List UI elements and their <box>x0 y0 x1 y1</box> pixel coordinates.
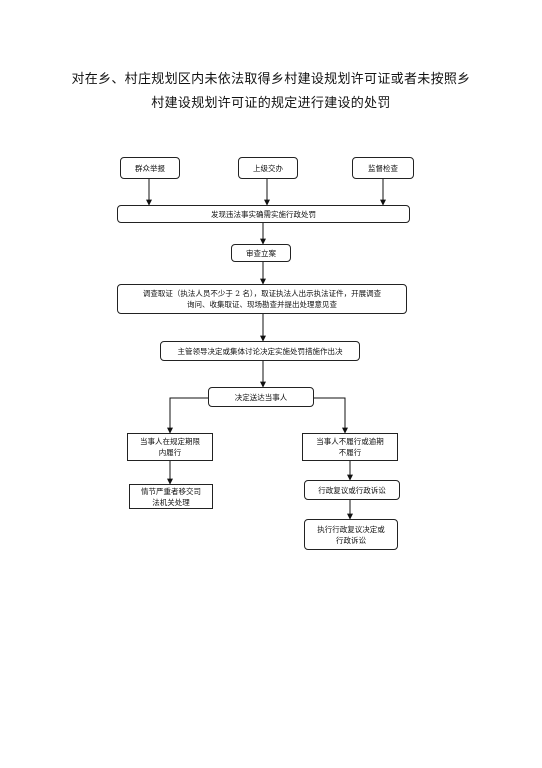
node-deliver-decision: 决定送达当事人 <box>208 387 314 407</box>
page-title-line-1: 对在乡、村庄规划区内未依法取得乡村建设规划许可证或者未按照乡 <box>71 72 471 87</box>
node-transfer-judicial: 情节严重者移交司 法机关处理 <box>129 484 213 509</box>
arrow-deliver-comply <box>167 397 208 434</box>
node-admin-appeal: 行政复议或行政诉讼 <box>304 480 400 500</box>
arrow-deliver-noncomply <box>314 397 348 434</box>
node-superior-referral: 上级交办 <box>238 157 298 179</box>
node-party-complies: 当事人在规定期限 内履行 <box>127 433 213 461</box>
node-party-noncompliance: 当事人不履行或逾期 不履行 <box>302 433 398 461</box>
node-supervision-inspection: 监督检查 <box>352 157 414 179</box>
node-review-register: 审查立案 <box>231 244 291 262</box>
node-execute-ruling: 执行行政复议决定或 行政诉讼 <box>304 519 398 550</box>
node-discover-violation: 发现违法事实确需实施行政处罚 <box>117 205 410 223</box>
node-leader-decision: 主管领导决定或集体讨论决定实施处罚措施作出决 <box>160 341 360 361</box>
node-public-report: 群众举报 <box>120 157 180 179</box>
page-title-line-2: 村建设规划许可证的规定进行建设的处罚 <box>151 96 391 111</box>
node-investigate: 调查取证（执法人员不少于 2 名），取证执法人出示执法证件，开展调查 询问、收集… <box>117 284 407 314</box>
